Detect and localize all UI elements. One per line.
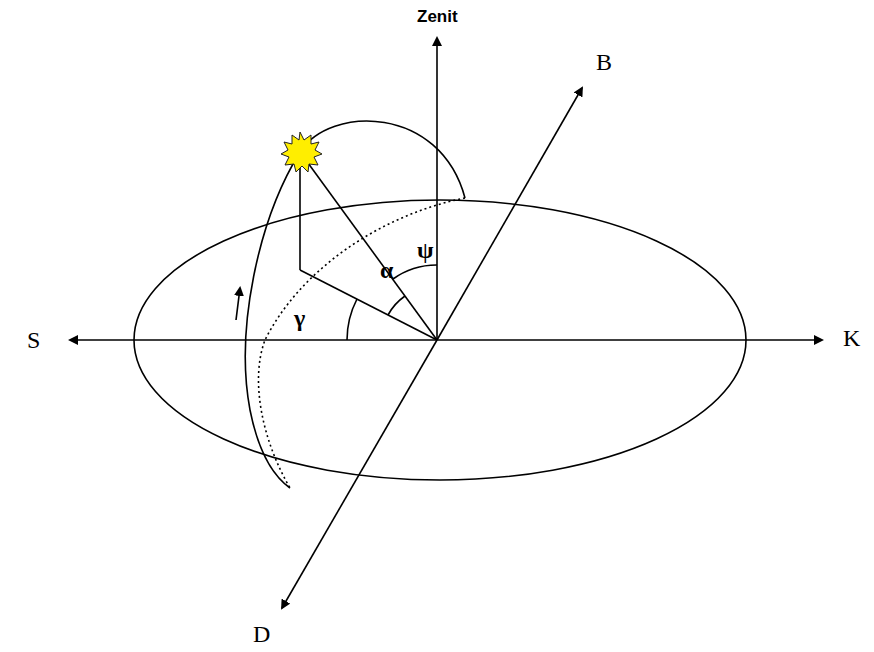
sun-symbol bbox=[281, 132, 322, 172]
east-axis bbox=[437, 88, 582, 340]
axis-label: S bbox=[27, 328, 40, 352]
motion-arrow bbox=[236, 288, 240, 320]
angle-label: γ bbox=[294, 306, 305, 330]
south-axis bbox=[70, 339, 437, 341]
zenith-axis bbox=[436, 38, 438, 340]
axis-label: K bbox=[843, 326, 860, 350]
alpha-arc bbox=[388, 296, 405, 315]
axis-label: D bbox=[253, 622, 270, 646]
sun-drop-line bbox=[299, 160, 301, 270]
sun-projection bbox=[300, 270, 437, 340]
sun-path-dotted bbox=[258, 198, 465, 488]
axis-label: Zenit bbox=[417, 8, 458, 25]
north-axis bbox=[437, 339, 822, 341]
psi-arc bbox=[393, 265, 437, 279]
sun-ray bbox=[300, 152, 437, 340]
sun-path bbox=[245, 152, 300, 488]
west-axis bbox=[282, 340, 437, 608]
axis-label: B bbox=[596, 50, 612, 74]
angle-label: α bbox=[380, 258, 393, 282]
gamma-arc bbox=[347, 299, 357, 340]
angle-label: ψ bbox=[417, 238, 434, 262]
